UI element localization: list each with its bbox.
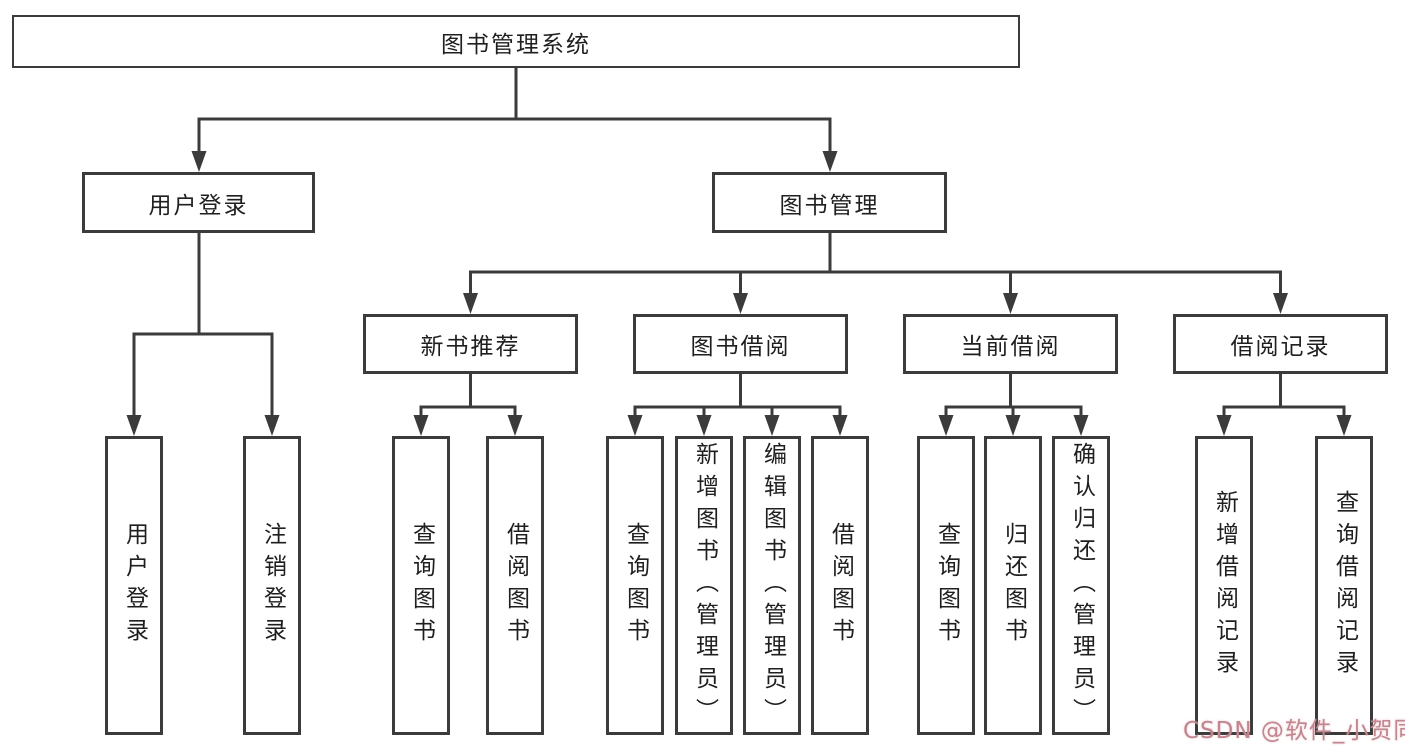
node-book-borrow: 图书借阅 [633,314,848,374]
node-book-management: 图书管理 [712,172,947,233]
node-current-borrow: 当前借阅 [903,314,1118,374]
leaf-return-book: 归还图书 [984,436,1042,735]
node-user-login: 用户登录 [82,172,315,233]
csdn-watermark: CSDN @软件_小贺同学 [1183,718,1405,744]
leaf-logout: 注销登录 [243,436,301,735]
leaf-query-books-current: 查询图书 [917,436,975,735]
leaf-borrow-books-recommend: 借阅图书 [486,436,544,735]
leaf-add-borrow-record: 新增借阅记录 [1195,436,1253,735]
node-root-system: 图书管理系统 [12,15,1020,68]
node-borrow-records: 借阅记录 [1173,314,1388,374]
node-new-book-recommend: 新书推荐 [363,314,578,374]
leaf-query-borrow-record: 查询借阅记录 [1315,436,1373,735]
leaf-query-books-borrow: 查询图书 [606,436,664,735]
leaf-confirm-return-admin: 确认归还（管理员） [1052,436,1110,735]
leaf-edit-book-admin: 编辑图书（管理员） [743,436,801,735]
leaf-user-login: 用户登录 [105,436,163,735]
leaf-query-books-recommend: 查询图书 [392,436,450,735]
leaf-add-book-admin: 新增图书（管理员） [675,436,733,735]
leaf-borrow-books: 借阅图书 [811,436,869,735]
